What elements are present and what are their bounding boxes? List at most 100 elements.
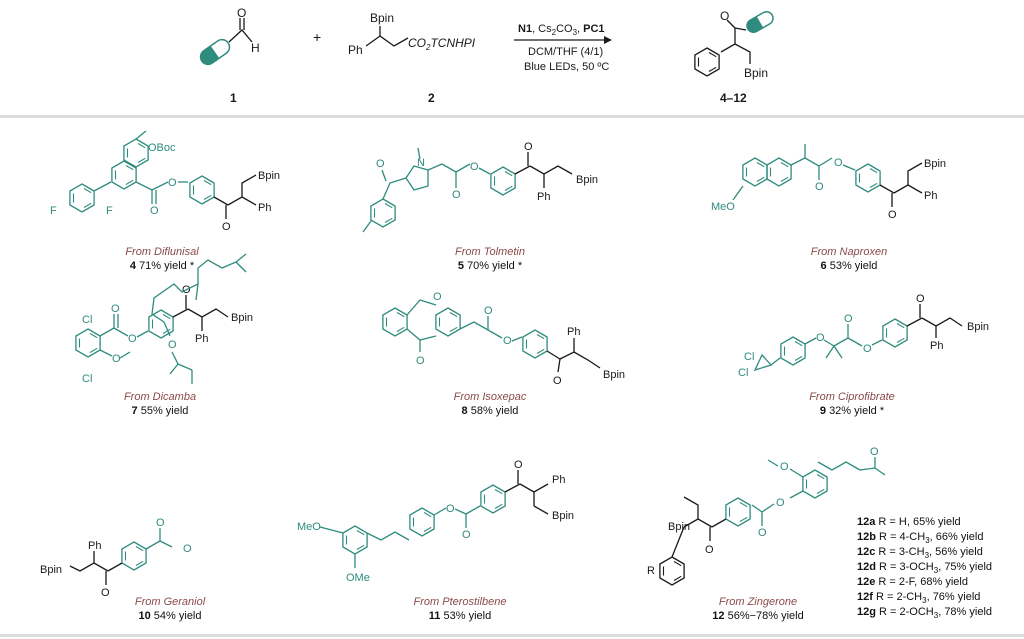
meo-label: MeO [711, 201, 735, 213]
structure-ciprofibrate: Cl Cl O O O O Bpin Ph [738, 293, 989, 379]
o-label: O [863, 343, 872, 355]
structure-dicamba: Cl Cl O O O O Bpin Ph [75, 284, 253, 385]
note-mark: * [189, 260, 195, 272]
o-label: O [156, 517, 165, 529]
caption-geraniol: From Geraniol 10 54% yield [100, 595, 240, 623]
variant-row-12g: 12g R = 2-OCH3, 78% yield [857, 606, 993, 621]
o-label: O [780, 461, 789, 473]
compound-number: 11 [428, 610, 441, 622]
meo-label: MeO [297, 521, 321, 533]
o-label: O [112, 353, 121, 365]
o-label: O [503, 335, 512, 347]
structure-tolmetin: O N O O O Bpin Ph [362, 141, 598, 233]
reagent-2-label: 2 [428, 91, 435, 105]
note-mark: * [879, 405, 885, 417]
reactant-2-redox-ester: Bpin Ph CO2TCNHPI 2 [348, 11, 476, 105]
svg-text:CO2TCNHPI: CO2TCNHPI [408, 36, 476, 52]
compound-number: 8 [461, 405, 468, 417]
o-label: O [168, 339, 177, 351]
compound-number: 4 [129, 260, 136, 272]
o-label: O [888, 209, 897, 221]
ph-label: Ph [552, 474, 565, 486]
o-label: O [844, 313, 853, 325]
product-o-label: O [720, 9, 729, 23]
cl-label: Cl [82, 373, 92, 385]
caption-naproxen: From Naproxen 6 53% yield [779, 245, 919, 273]
o-label: O [758, 527, 767, 539]
oboc-label: OBoc [148, 142, 176, 154]
caption-source: From Isoxepac [453, 391, 527, 403]
compound-number: 10 [138, 610, 151, 622]
structure-diflunisal: OBoc O O F F O Bpin Ph [50, 130, 280, 233]
ph-label: Ph [195, 333, 208, 345]
caption-ciprofibrate: From Ciprofibrate 9 32% yield * [782, 390, 922, 418]
conditions-line3: Blue LEDs, 50 ºC [524, 61, 609, 73]
variant-row-12b: 12b R = 4-CH3, 66% yield [857, 531, 984, 546]
compound-number: 9 [819, 405, 826, 417]
o-label: O [222, 221, 231, 233]
o-label: O [553, 375, 562, 387]
capsule-icon [199, 38, 231, 66]
yield-text: 70% yield [467, 260, 515, 272]
bpin-label: Bpin [258, 170, 280, 182]
o-label: O [870, 446, 879, 458]
caption-source: From Zingerone [718, 596, 798, 608]
caption-pterostilbene: From Pterostilbene 11 53% yield [390, 595, 530, 623]
reagent2-bpin: Bpin [370, 11, 394, 25]
yield-text: 56%−78% yield [727, 610, 804, 622]
structure-pterostilbene: MeO OMe O O O Ph Bpin [297, 459, 574, 584]
yield-text: 71% yield [139, 260, 187, 272]
reagent2-ph: Ph [348, 43, 363, 57]
bottom-separator [0, 634, 1024, 637]
structure-naproxen: MeO O O O Bpin Ph [711, 144, 946, 221]
o-label: O [484, 305, 493, 317]
caption-source: From Dicamba [123, 391, 197, 403]
reagent-1-label: 1 [230, 91, 237, 105]
o-label: O [776, 497, 785, 509]
o-label: O [705, 544, 714, 556]
o-label: O [524, 141, 533, 153]
f-label: F [106, 205, 113, 217]
ph-label: Ph [88, 540, 101, 552]
yield-text: 55% yield [140, 405, 189, 417]
r-label: R [647, 565, 655, 577]
o-label: O [128, 333, 137, 345]
product-label: 4–12 [720, 91, 747, 105]
caption-source: From Pterostilbene [413, 596, 507, 608]
structure-geraniol: O O O O Bpin Ph [40, 253, 247, 599]
caption-source: From Naproxen [810, 246, 888, 258]
reactant-1-aldehyde: O H 1 [199, 6, 260, 105]
caption-diflunisal: From Diflunisal 4 71% yield * [92, 245, 232, 273]
ph-label: Ph [567, 326, 580, 338]
conditions-line2: DCM/THF (4/1) [528, 46, 603, 58]
bpin-label: Bpin [576, 174, 598, 186]
n-label: N [417, 157, 425, 169]
o-label: O [462, 529, 471, 541]
caption-source: From Ciprofibrate [809, 391, 895, 403]
ome-label: OMe [346, 572, 370, 584]
yield-text: 53% yield [443, 610, 492, 622]
yield-text: 32% yield [829, 405, 877, 417]
o-label: O [816, 332, 825, 344]
variant-row-12c: 12c R = 3-CH3, 56% yield [857, 546, 983, 561]
svg-text:N1, Cs2CO3, PC1: N1, Cs2CO3, PC1 [518, 23, 605, 37]
o-label: O [111, 303, 120, 315]
cl-label: Cl [744, 351, 754, 363]
o-label: O [150, 205, 159, 217]
bpin-label: Bpin [967, 321, 989, 333]
compound-number: 12 [712, 610, 725, 622]
bpin-label: Bpin [40, 564, 62, 576]
bpin-label: Bpin [603, 369, 625, 381]
o-label: O [446, 503, 455, 515]
o-label: O [168, 177, 177, 189]
caption-source: From Tolmetin [455, 246, 525, 258]
ph-label: Ph [537, 191, 550, 203]
o-label: O [416, 355, 425, 367]
caption-source: From Diflunisal [125, 246, 199, 258]
bpin-label: Bpin [552, 510, 574, 522]
compound-number: 6 [820, 260, 827, 272]
variant-row-12a: 12a R = H, 65% yield [857, 516, 961, 528]
cl-label: Cl [82, 314, 92, 326]
caption-isoxepac: From Isoxepac 8 58% yield [420, 390, 560, 418]
product-4-12: O Bpin 4–12 [694, 9, 774, 105]
